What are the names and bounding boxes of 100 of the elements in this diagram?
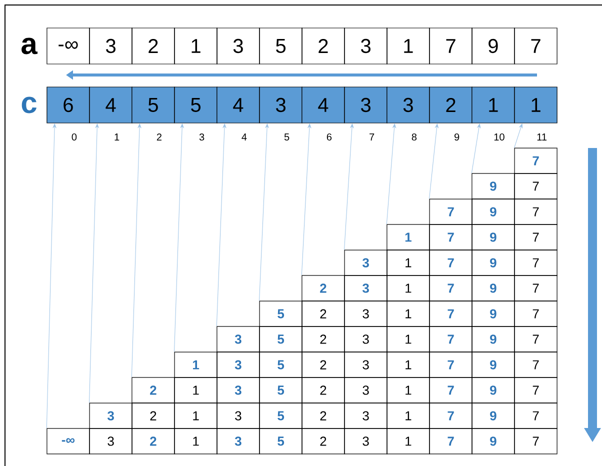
table-cell: 1 — [386, 377, 430, 404]
table-cell: 7 — [429, 198, 472, 225]
table-cell: 2 — [302, 300, 345, 327]
index-number: 6 — [326, 133, 332, 141]
table-cell: 7 — [429, 402, 472, 429]
table-cell: 3 — [344, 428, 388, 454]
array-cell: 5 — [132, 86, 175, 124]
leader-arrow — [429, 124, 438, 199]
table-cell: 3 — [344, 275, 388, 302]
index-number: 3 — [199, 133, 204, 141]
table-cell: 7 — [514, 377, 558, 404]
table-cell: 9 — [472, 224, 515, 250]
table-cell: 5 — [259, 428, 302, 454]
table-cell: 9 — [472, 275, 515, 302]
table-cell: 7 — [514, 275, 558, 302]
table-cell: 3 — [344, 377, 388, 404]
table-cell: 2 — [302, 428, 345, 454]
table-cell: 3 — [216, 352, 260, 378]
table-cell: 5 — [259, 352, 302, 378]
table-cell: 1 — [386, 300, 430, 327]
array-cell: 6 — [46, 86, 90, 124]
table-cell: 9 — [472, 198, 515, 225]
array-cell: 3 — [344, 28, 388, 64]
index-number: 2 — [156, 134, 162, 140]
array-cell: 5 — [259, 28, 302, 64]
table-cell: 7 — [429, 275, 472, 302]
table-cell: 1 — [174, 402, 218, 429]
index-number: 7 — [370, 134, 374, 140]
table-cell: 3 — [344, 300, 388, 327]
table-cell: 5 — [259, 326, 302, 352]
array-cell: -∞ — [46, 28, 90, 64]
leader-arrow — [301, 124, 312, 276]
array-cell: 7 — [429, 28, 472, 64]
table-cell: 7 — [429, 224, 472, 250]
table-cell: 2 — [132, 402, 175, 429]
table-cell: 2 — [132, 428, 175, 454]
table-cell: 2 — [302, 275, 345, 302]
array-cell: 1 — [174, 28, 218, 64]
table-cell: 7 — [429, 250, 472, 276]
table-cell: 9 — [472, 300, 515, 327]
table-cell: 2 — [132, 377, 175, 404]
table-cell: 1 — [174, 352, 218, 378]
index-number: 9 — [454, 133, 460, 141]
array-cell: 3 — [259, 86, 302, 124]
table-cell: 1 — [386, 428, 430, 454]
table-cell: 7 — [514, 250, 558, 276]
array-cell: 2 — [302, 28, 345, 64]
leader-arrow — [174, 124, 184, 352]
array-cell: 2 — [429, 86, 472, 124]
leader-arrow — [46, 124, 56, 428]
table-cell: 9 — [472, 250, 515, 276]
table-cell: 3 — [344, 352, 388, 378]
table-cell: 7 — [429, 377, 472, 404]
array-cell: 5 — [174, 86, 218, 124]
table-cell: 2 — [302, 377, 345, 404]
array-name: a — [22, 38, 38, 54]
array-cell: 7 — [514, 28, 558, 64]
table-cell: 7 — [429, 326, 472, 352]
table-cell: 3 — [216, 428, 260, 454]
table-cell: 3 — [344, 402, 388, 429]
leader-arrow — [471, 124, 481, 174]
array-cell: 3 — [216, 28, 260, 64]
table-cell: 9 — [472, 377, 515, 404]
table-cell: 1 — [386, 250, 430, 276]
table-cell: 7 — [514, 352, 558, 378]
table-cell: 1 — [174, 428, 218, 454]
leader-arrow — [131, 124, 142, 378]
table-cell: 3 — [216, 326, 260, 352]
table-cell: 1 — [386, 326, 430, 352]
table-cell: 7 — [514, 198, 558, 225]
table-cell: 9 — [472, 402, 515, 429]
array-cell: 1 — [472, 86, 515, 124]
table-cell: 7 — [514, 428, 558, 454]
table-cell: 1 — [174, 377, 218, 404]
index-number: 4 — [242, 134, 247, 140]
array-cell: 4 — [216, 86, 260, 124]
table-cell: 7 — [429, 300, 472, 327]
index-number: 5 — [284, 134, 290, 140]
index-number: 0 — [72, 133, 77, 141]
table-cell: 9 — [472, 352, 515, 378]
table-cell: 1 — [386, 275, 430, 302]
table-cell: 5 — [259, 402, 302, 429]
array-cell: 3 — [89, 28, 132, 64]
table-cell: 9 — [472, 326, 515, 352]
index-number: 1 — [114, 134, 120, 140]
array-cell: 2 — [132, 28, 175, 64]
table-cell: 1 — [386, 402, 430, 429]
array-cell: 9 — [472, 28, 515, 64]
table-cell: -∞ — [46, 428, 90, 454]
leader-arrow — [89, 124, 99, 403]
table-cell: 3 — [216, 377, 260, 404]
table-cell: 2 — [302, 326, 345, 352]
table-cell: 3 — [344, 326, 388, 352]
array-cell: 3 — [344, 86, 388, 124]
table-cell: 3 — [89, 428, 132, 454]
table-cell: 3 — [89, 402, 132, 429]
index-number: 11 — [537, 134, 547, 140]
table-cell: 9 — [472, 173, 515, 200]
array-cell: 1 — [514, 86, 558, 124]
table-cell: 9 — [472, 428, 515, 454]
